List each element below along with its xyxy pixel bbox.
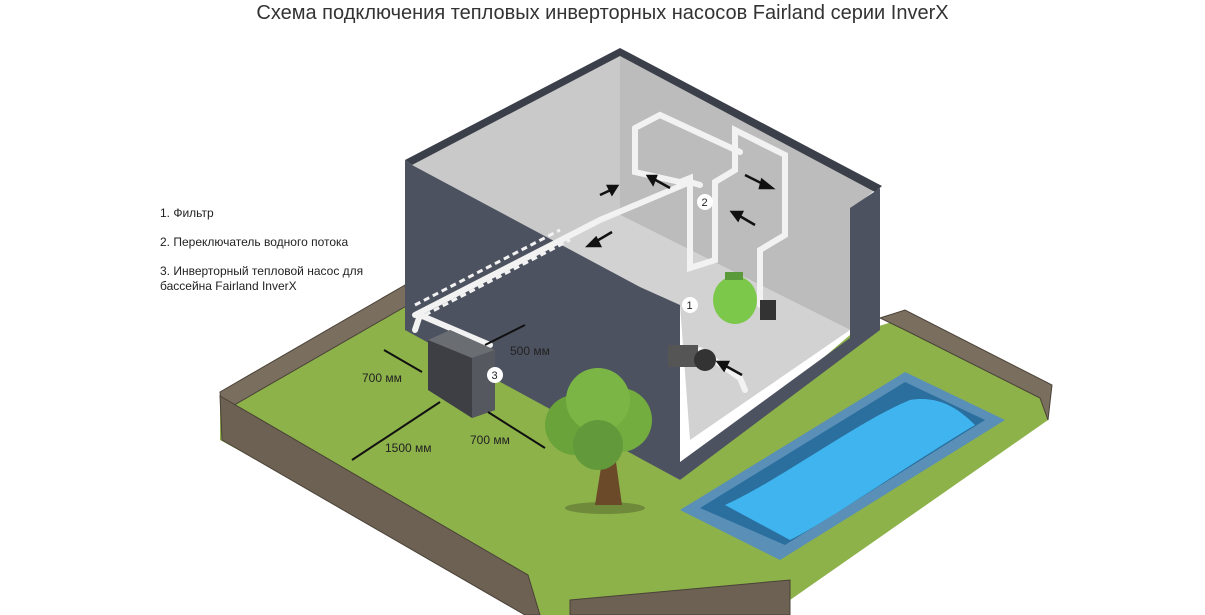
dimension-label: 700 мм (362, 371, 402, 385)
dimension-arrows (351, 324, 546, 461)
water-pump-icon (668, 345, 716, 371)
heat-pump-unit (428, 330, 495, 418)
fence (219, 284, 1053, 615)
badge-heat-pump: 3 (487, 367, 503, 383)
svg-text:2: 2 (702, 197, 708, 209)
dimension-label: 700 мм (470, 433, 510, 447)
swimming-pool (680, 372, 1005, 560)
legend-item: 3. Инверторный тепловой насос для бассей… (160, 264, 364, 293)
dimension-label: 1500 мм (385, 441, 432, 455)
page-title: Схема подключения тепловых инверторных н… (256, 2, 949, 24)
buried-pipes (414, 228, 571, 317)
badge-filter: 1 (682, 297, 698, 313)
svg-text:3: 3 (492, 370, 498, 382)
svg-text:1: 1 (687, 300, 693, 312)
flow-arrows (584, 173, 776, 377)
legend-item: 2. Переключатель водного потока (160, 235, 349, 249)
legend: 1. Фильтр 2. Переключатель водного поток… (160, 206, 390, 308)
badge-flow-switch: 2 (697, 194, 713, 210)
tree-icon (545, 368, 652, 514)
dimension-label: 500 мм (510, 344, 550, 358)
legend-item: 1. Фильтр (160, 206, 214, 220)
filter-icon (713, 272, 776, 324)
